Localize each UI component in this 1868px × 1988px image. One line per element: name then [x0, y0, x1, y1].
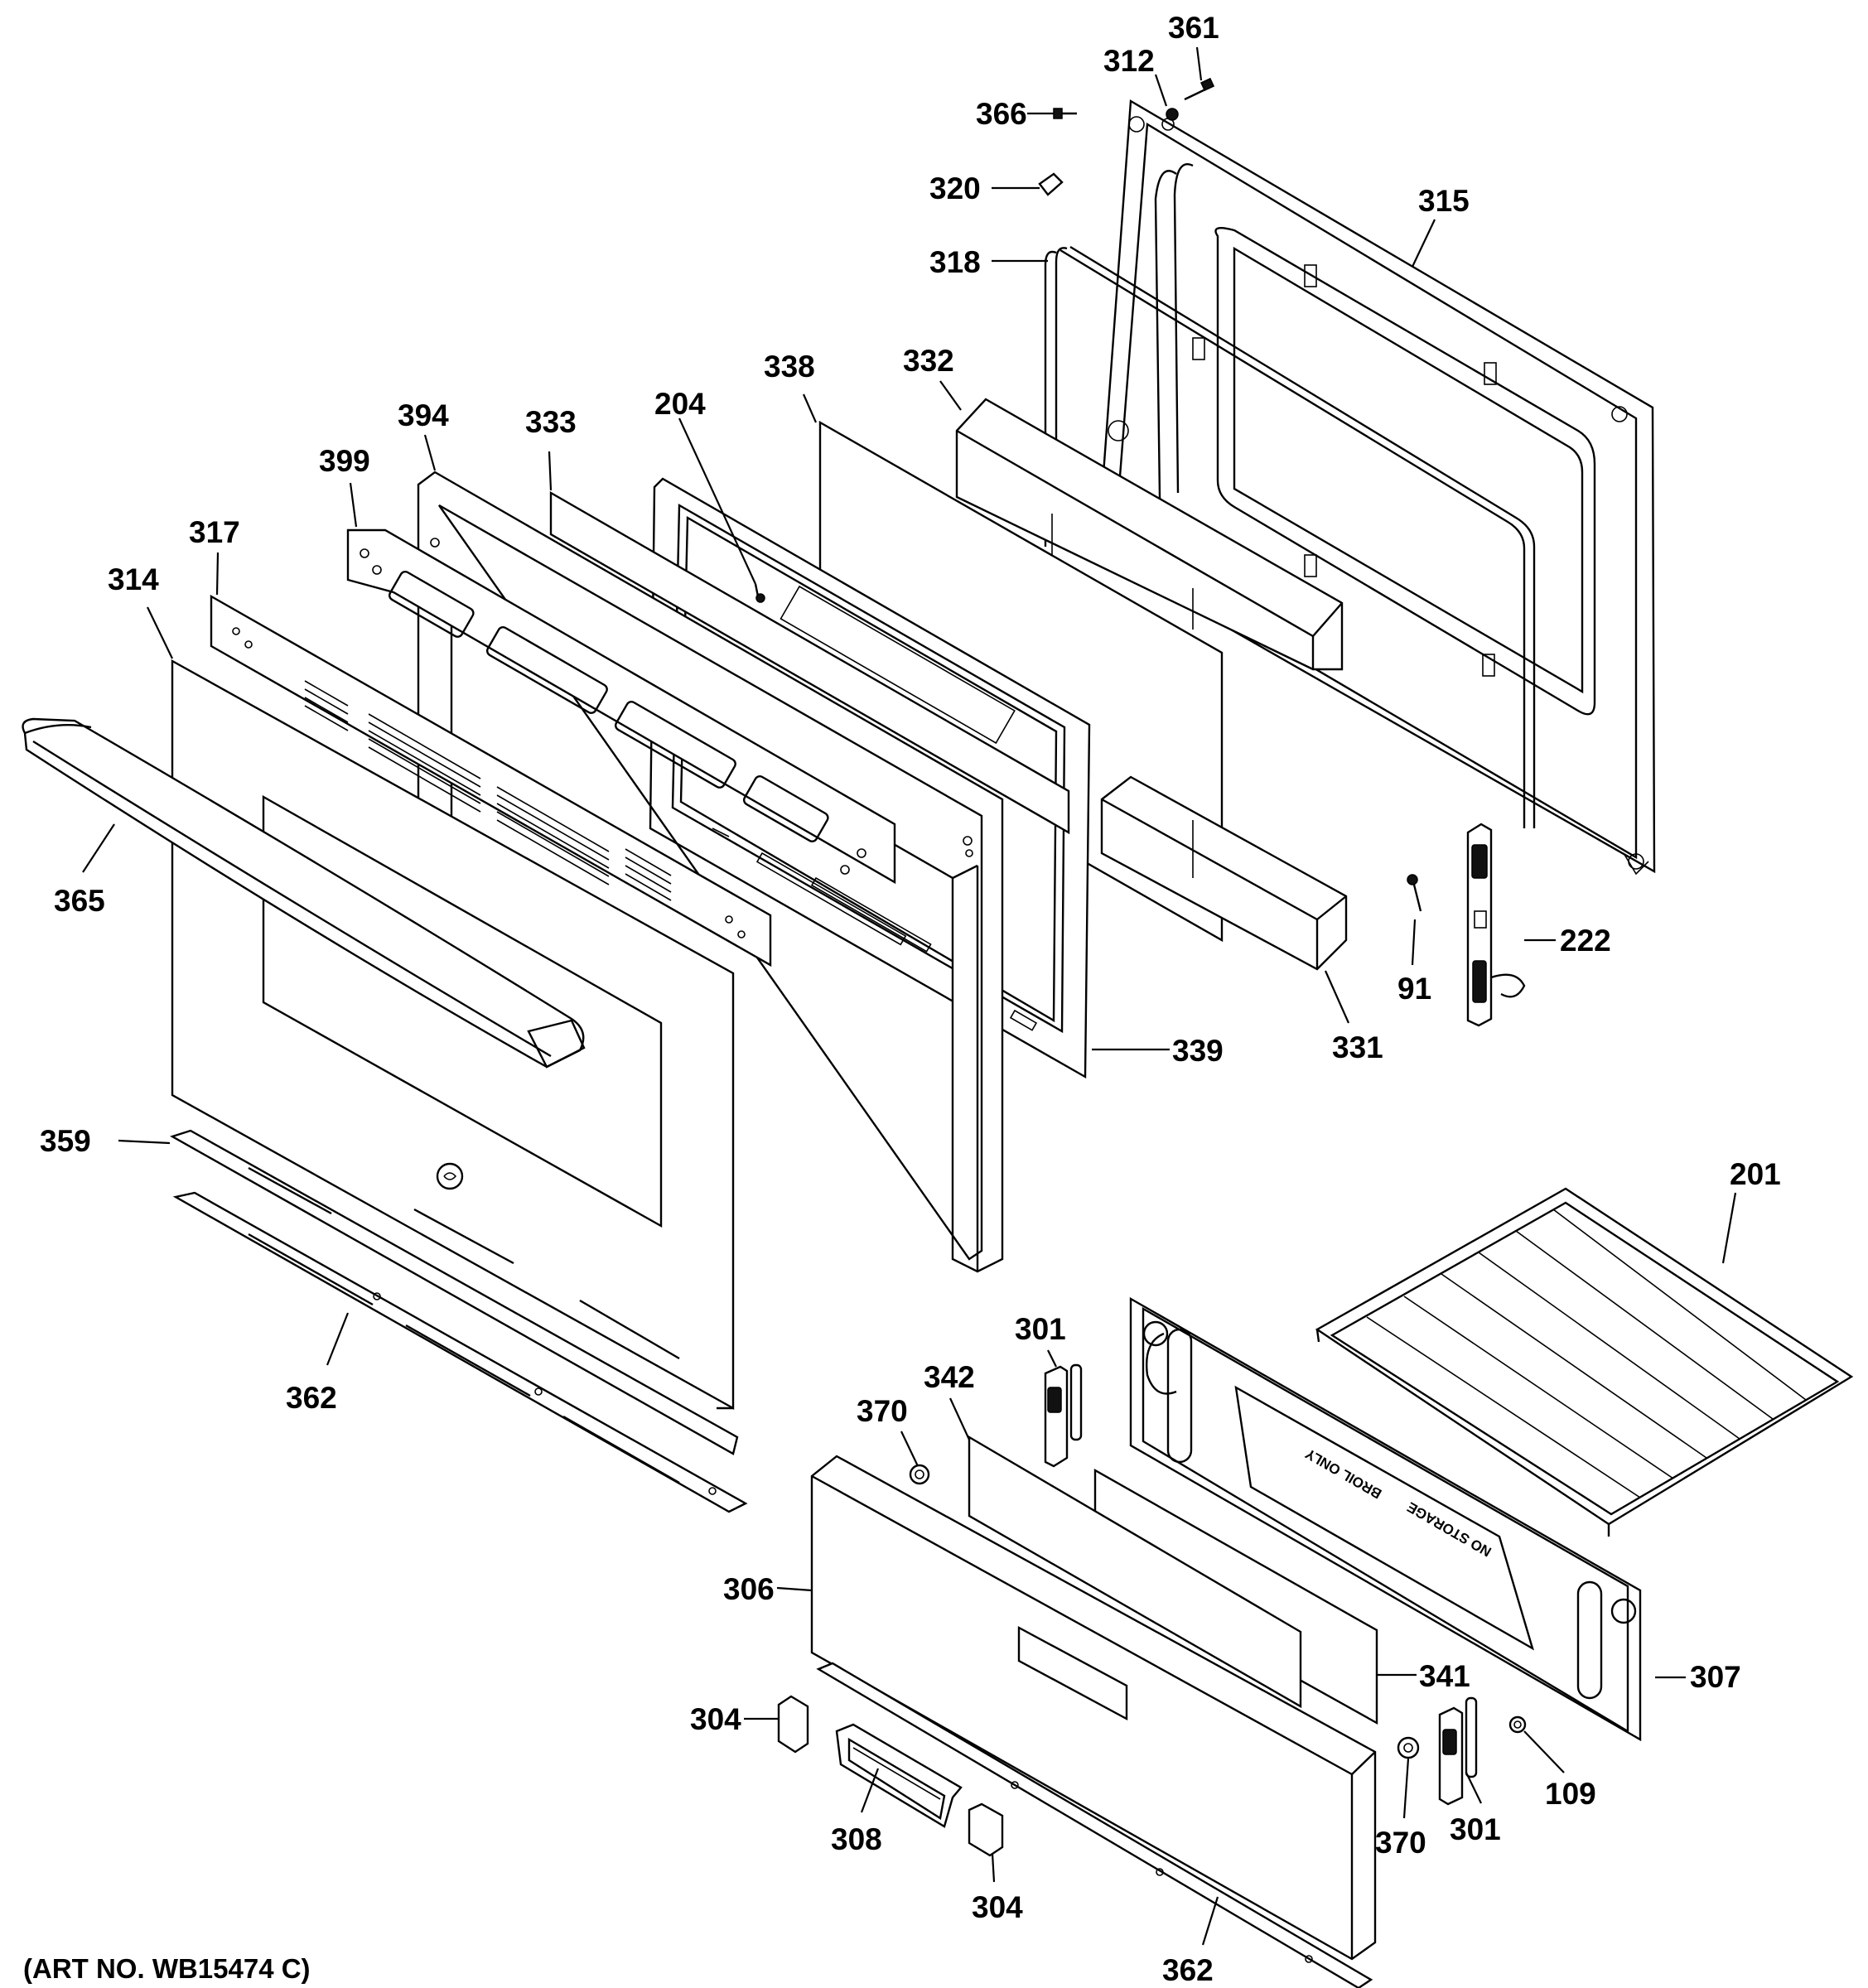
callout-370-upper: 370 — [857, 1394, 908, 1428]
part-314-outer-door-glass — [171, 659, 735, 1411]
part-304-handle-clip-right — [968, 1802, 1004, 1857]
part-301-drawer-hinge-lower — [1438, 1696, 1478, 1806]
callout-320: 320 — [929, 171, 981, 205]
callout-222: 222 — [1560, 924, 1611, 958]
leader-lines — [82, 46, 1737, 1946]
callout-365: 365 — [54, 884, 105, 918]
part-304-handle-clip-left — [777, 1695, 809, 1754]
part-332-insulation — [955, 398, 1344, 671]
callout-366: 366 — [976, 97, 1027, 131]
part-222-door-hinge — [1466, 823, 1526, 1027]
part-331-insulation — [1100, 775, 1348, 971]
callout-301-lower: 301 — [1450, 1812, 1501, 1846]
callout-314: 314 — [108, 562, 159, 596]
callout-339: 339 — [1172, 1034, 1224, 1068]
callout-331: 331 — [1332, 1030, 1383, 1064]
callout-394: 394 — [398, 398, 449, 432]
part-370-bumper-lower — [1397, 1736, 1420, 1759]
callout-332: 332 — [903, 344, 954, 378]
callout-318: 318 — [929, 245, 981, 279]
callout-109: 109 — [1545, 1777, 1596, 1811]
part-342-drawer-glass — [968, 1435, 1302, 1709]
callout-359: 359 — [40, 1124, 91, 1158]
part-370-bumper-upper — [909, 1464, 930, 1485]
callout-370-lower: 370 — [1375, 1826, 1426, 1860]
callout-399: 399 — [319, 444, 370, 478]
part-312-washer — [1166, 108, 1179, 121]
callout-204: 204 — [654, 387, 706, 421]
callout-304-right: 304 — [972, 1890, 1023, 1924]
art-number: (ART NO. WB15474 C) — [23, 1953, 311, 1984]
callout-315: 315 — [1418, 184, 1470, 218]
part-362-drawer-bottom-trim — [816, 1662, 1373, 1988]
part-333-glass — [549, 490, 1070, 835]
callout-362-drawer: 362 — [1162, 1953, 1214, 1987]
callout-341: 341 — [1419, 1659, 1470, 1693]
part-362-door-bottom-trim — [172, 1191, 748, 1513]
callout-333: 333 — [525, 405, 577, 439]
callout-91: 91 — [1397, 972, 1431, 1006]
part-394-door-frame — [417, 470, 1004, 1273]
callout-306: 306 — [723, 1572, 775, 1606]
callout-362-door: 362 — [286, 1381, 337, 1415]
part-307-drawer-liner: BROIL ONLY NO STORAGE — [1129, 1296, 1642, 1742]
callout-308: 308 — [831, 1822, 882, 1856]
part-201-broiler-pan — [1315, 1187, 1854, 1537]
part-317-vent-trim — [210, 594, 772, 967]
part-306-drawer-panel — [810, 1455, 1377, 1961]
part-366-screw — [1053, 108, 1077, 119]
part-359-bottom-trim — [170, 1129, 739, 1455]
callout-317: 317 — [189, 515, 240, 549]
part-204-screw — [754, 583, 765, 603]
part-365-door-handle — [22, 717, 586, 1069]
callout-342: 342 — [924, 1360, 975, 1394]
callout-338: 338 — [764, 350, 815, 384]
part-315-inner-door-panel — [1096, 99, 1656, 876]
part-399-bracket — [346, 528, 896, 885]
part-301-drawer-hinge-upper — [1044, 1363, 1083, 1468]
part-308-drawer-handle — [835, 1723, 963, 1828]
part-361-screw — [1184, 77, 1215, 101]
callout-301-upper: 301 — [1015, 1312, 1066, 1346]
callout-312: 312 — [1103, 44, 1155, 78]
part-109-nut — [1508, 1715, 1527, 1734]
callout-labels: 361 312 366 320 315 318 332 338 204 333 … — [40, 11, 1781, 1987]
callout-307: 307 — [1690, 1660, 1741, 1694]
callout-201: 201 — [1730, 1157, 1781, 1191]
callout-304-left: 304 — [690, 1702, 741, 1736]
part-320-clip — [1038, 172, 1064, 196]
part-91-screw — [1407, 874, 1422, 912]
part-318-door-gasket — [1044, 245, 1536, 828]
callout-361: 361 — [1168, 11, 1219, 45]
